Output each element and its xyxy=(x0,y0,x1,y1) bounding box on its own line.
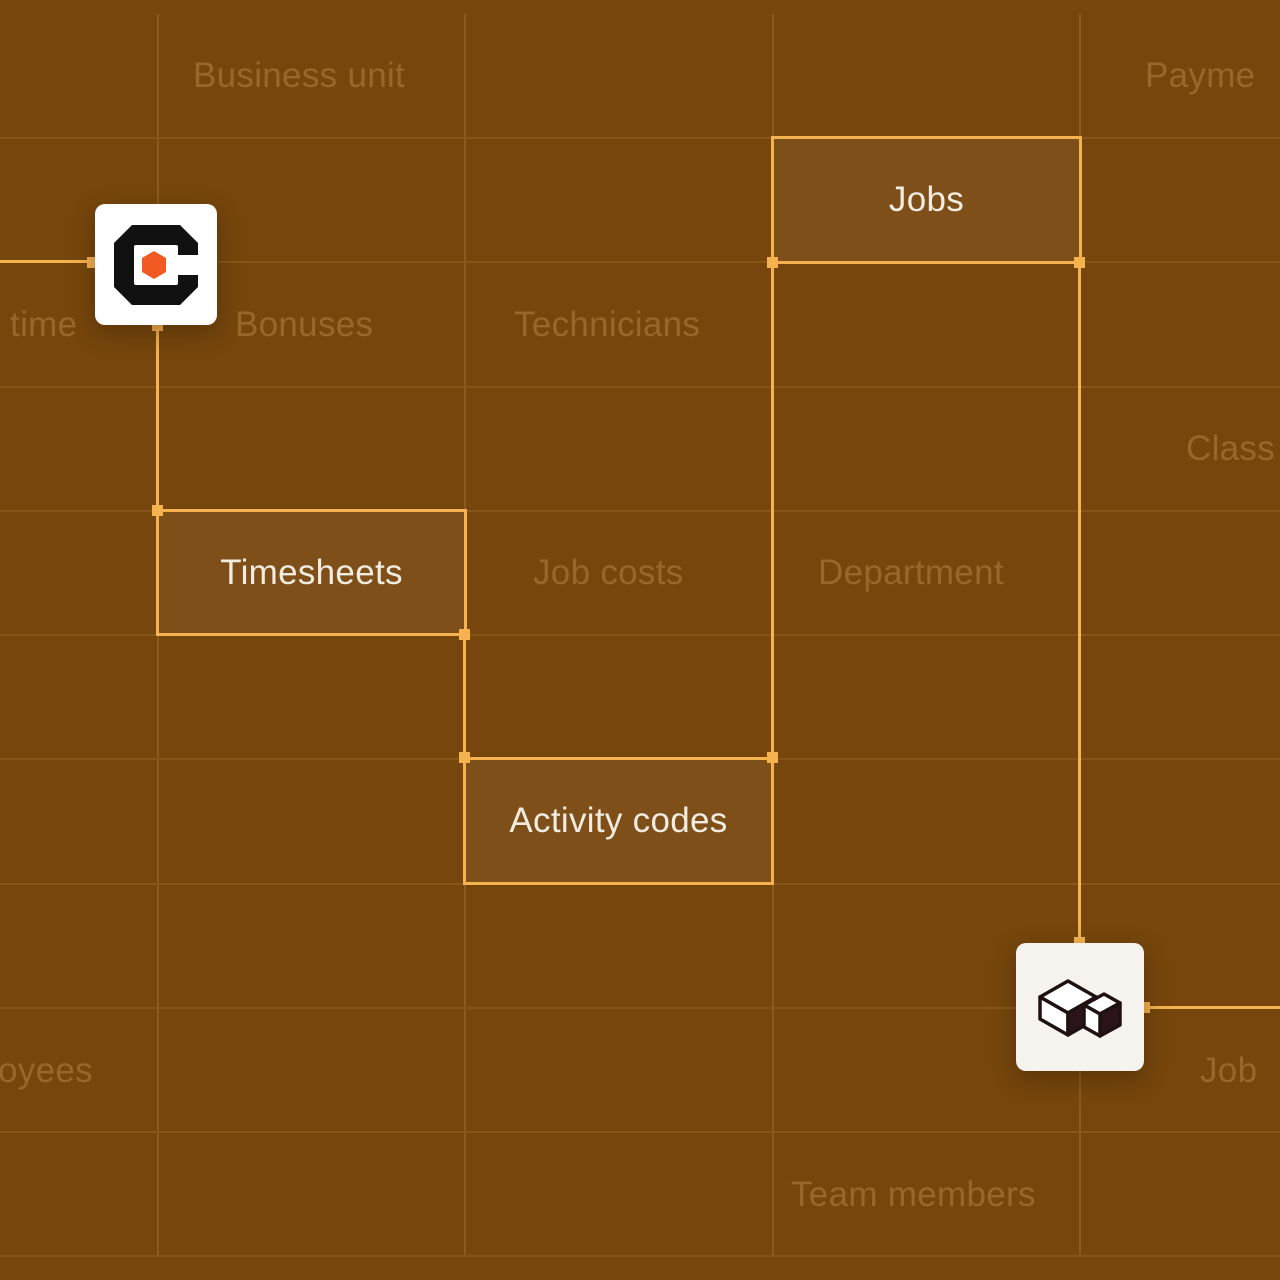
connector-node xyxy=(459,752,470,763)
highlight-timesheets: Timesheets xyxy=(156,509,467,636)
grid-row-line xyxy=(0,1255,1280,1257)
label-business-unit: Business unit xyxy=(193,56,406,95)
connector-line xyxy=(0,260,95,263)
label-employees: oyees xyxy=(0,1051,93,1090)
label-department: Department xyxy=(818,553,1004,592)
label-time: : time xyxy=(0,305,78,344)
connector-node xyxy=(1139,1002,1150,1013)
grid-row-line xyxy=(0,1131,1280,1133)
label-job-costs: Job costs xyxy=(533,553,684,592)
destination-logo-card[interactable] xyxy=(1016,943,1144,1071)
connector-node xyxy=(1074,937,1085,948)
label-bonuses: Bonuses xyxy=(235,305,374,344)
highlight-activity-codes: Activity codes xyxy=(463,757,774,885)
label-technicians: Technicians xyxy=(514,305,701,344)
label-team-members: Team members xyxy=(791,1175,1036,1214)
highlight-jobs: Jobs xyxy=(771,136,1082,264)
connector-node xyxy=(152,320,163,331)
connector-line xyxy=(463,634,466,760)
connector-node xyxy=(87,257,98,268)
connector-node xyxy=(767,752,778,763)
connector-node xyxy=(767,257,778,268)
grid-row-line xyxy=(0,1007,1280,1009)
source-logo-card[interactable] xyxy=(95,204,217,325)
label-classes: Class xyxy=(1186,429,1276,468)
connector-node xyxy=(459,629,470,640)
cube-blocks-logo-icon xyxy=(1038,979,1122,1038)
label-job: Job xyxy=(1200,1051,1258,1090)
connector-line xyxy=(771,261,774,760)
connector-line xyxy=(156,325,159,512)
connector-line xyxy=(1144,1006,1280,1009)
grid-row-line xyxy=(0,634,1280,636)
grid-row-line xyxy=(0,261,1280,263)
connector-line xyxy=(1078,261,1081,943)
grid-row-line xyxy=(0,386,1280,388)
connector-node xyxy=(1074,257,1085,268)
grid-row-line xyxy=(0,510,1280,512)
c-hexagon-logo-icon xyxy=(114,224,198,305)
grid-row-line xyxy=(0,137,1280,139)
connector-node xyxy=(152,505,163,516)
label-payments: Payme xyxy=(1145,56,1256,95)
